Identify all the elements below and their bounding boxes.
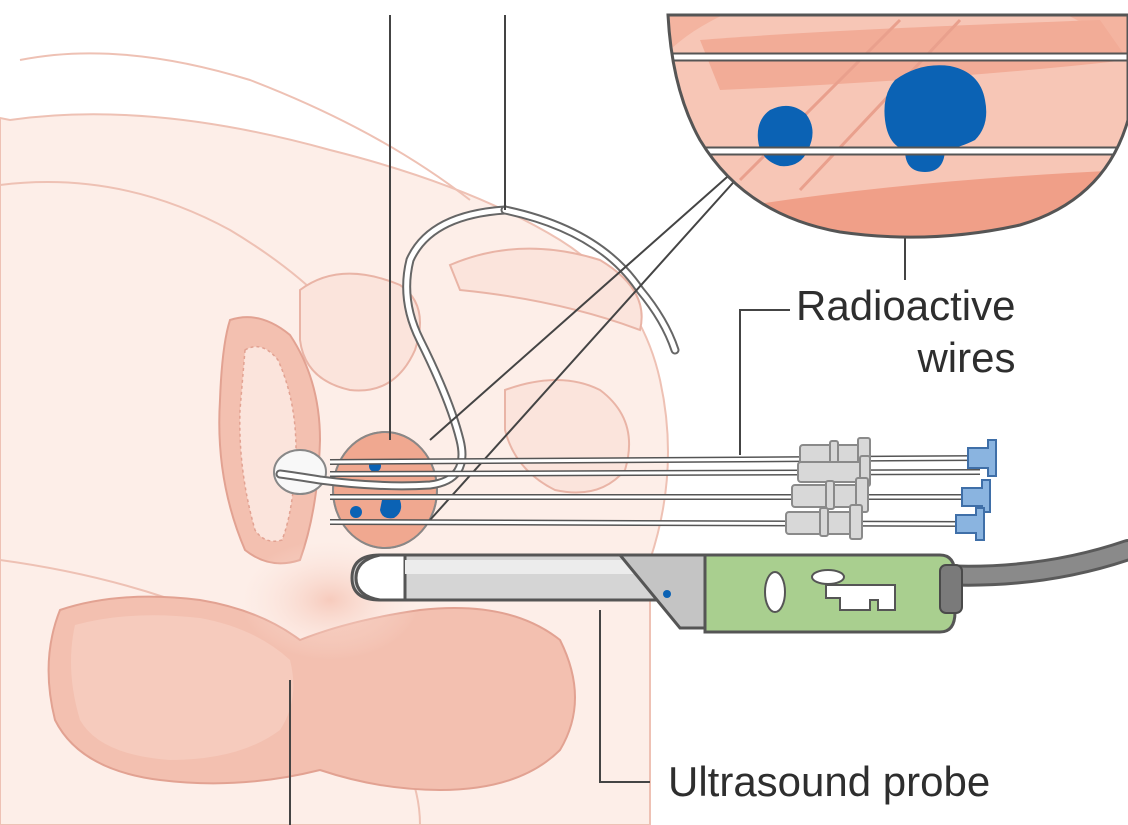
radioactive-wires-label-line1: Radioactive — [796, 280, 1015, 332]
radioactive-wires-label-line2: wires — [796, 332, 1015, 384]
radioactive-wires-label: Radioactive wires — [796, 280, 1015, 384]
wire-connectors — [956, 440, 996, 540]
needle-hub — [786, 505, 862, 539]
ultrasound-probe-label: Ultrasound probe — [668, 756, 990, 808]
zoom-detail — [635, 0, 1128, 260]
needle-hubs — [786, 438, 870, 539]
tumour-spot — [350, 506, 362, 518]
wire-connector — [956, 508, 984, 540]
